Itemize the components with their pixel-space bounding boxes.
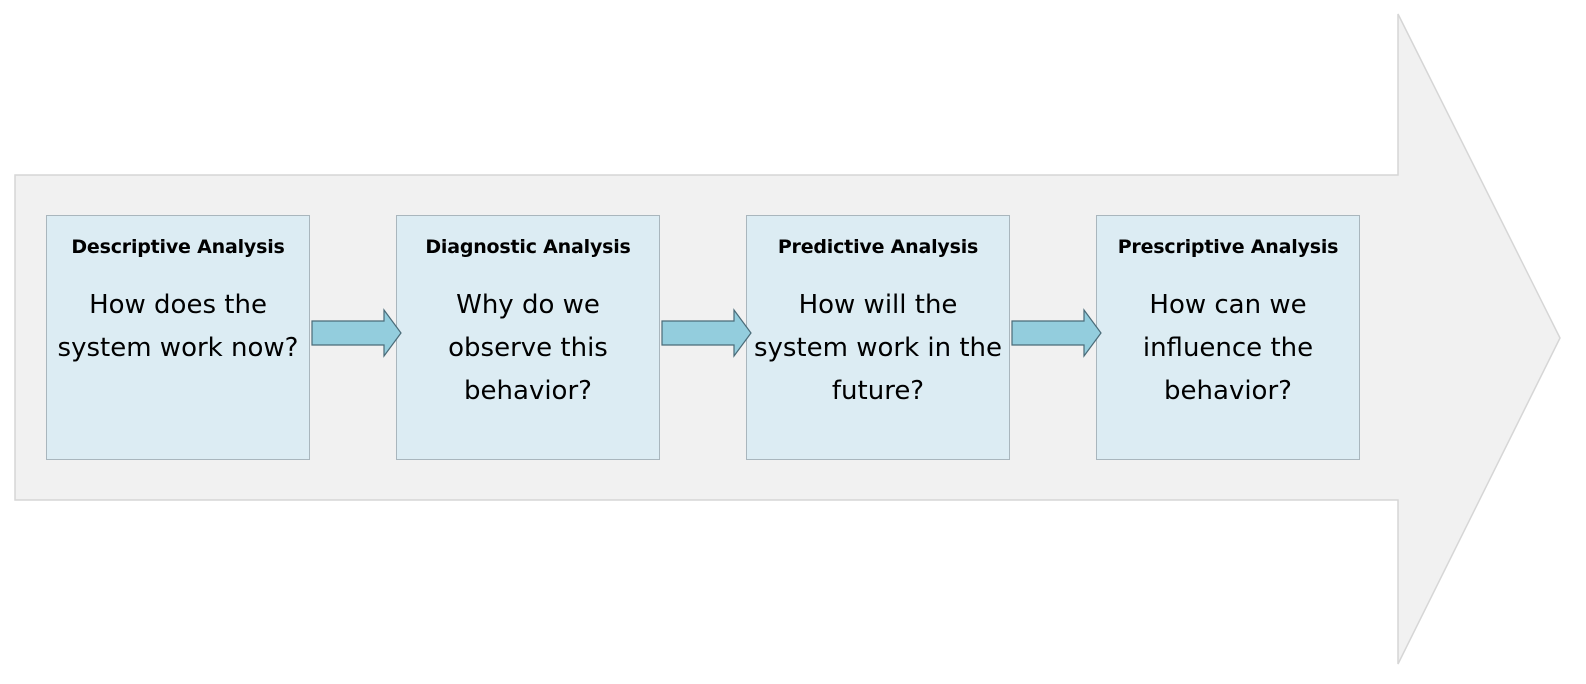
stage-question: Why do we observe this behavior? xyxy=(448,290,608,406)
right-arrow-icon xyxy=(1011,308,1102,358)
right-arrow-icon xyxy=(311,308,402,358)
stage-question: How does the system work now? xyxy=(57,290,299,363)
stage-question: How will the system work in the future? xyxy=(753,290,1003,406)
stage-question: How can we influence the behavior? xyxy=(1142,290,1314,406)
stage-box-predictive: Predictive Analysis How will the system … xyxy=(746,215,1010,460)
stage-title: Descriptive Analysis xyxy=(71,236,285,258)
stage-box-descriptive: Descriptive Analysis How does the system… xyxy=(46,215,310,460)
right-arrow-icon xyxy=(661,308,752,358)
stage-title: Diagnostic Analysis xyxy=(425,236,631,258)
stage-title: Prescriptive Analysis xyxy=(1117,236,1339,258)
stage-title: Predictive Analysis xyxy=(777,236,979,258)
stage-box-diagnostic: Diagnostic Analysis Why do we observe th… xyxy=(396,215,660,460)
stage-box-prescriptive: Prescriptive Analysis How can we influen… xyxy=(1096,215,1360,460)
